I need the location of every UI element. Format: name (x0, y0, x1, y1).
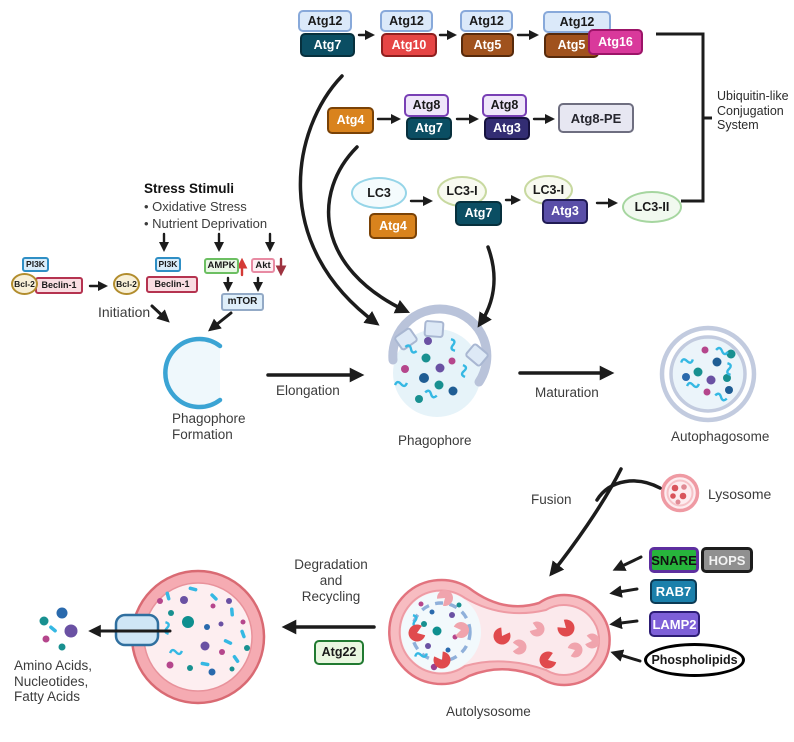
node-snare: SNARE (649, 547, 699, 573)
node-lc3ii: LC3-II (622, 191, 682, 223)
fusion-label: Fusion (531, 492, 572, 507)
node-pi3k-2: PI3K (155, 257, 181, 272)
initiation-label: Initiation (98, 304, 151, 320)
phagophore-formation-shape (163, 336, 223, 410)
degradation-label: Degradation and Recycling (294, 557, 368, 604)
autophagosome-cargo (680, 346, 736, 402)
arrow-phospholipids (610, 649, 642, 663)
arrow-conjugation-to-phagophore-2 (326, 145, 410, 314)
node-akt: Akt (251, 258, 275, 273)
node-atg3-1: Atg3 (484, 117, 530, 140)
node-atg8-1: Atg8 (404, 94, 449, 117)
arrow-mtor-down (208, 311, 233, 332)
autophagosome-label: Autophagosome (671, 429, 770, 444)
node-atg22: Atg22 (314, 640, 364, 665)
arrow-fusion (549, 467, 623, 577)
arrow-rab7 (609, 585, 639, 598)
node-atg3-2: Atg3 (542, 199, 588, 224)
conjugation-bracket (656, 32, 712, 203)
lysosome-label: Lysosome (708, 486, 772, 502)
node-atg4-1: Atg4 (327, 107, 374, 134)
lysosome-shape (660, 473, 700, 513)
node-atg12-1: Atg12 (298, 10, 352, 32)
node-atg12-3: Atg12 (460, 10, 513, 32)
node-rab7: RAB7 (650, 579, 697, 604)
node-lamp2: LAMP2 (649, 611, 700, 637)
released-molecules (39, 607, 78, 651)
node-hops: HOPS (701, 547, 753, 573)
node-atg12-2: Atg12 (380, 10, 433, 32)
autolysosome-left-cargo (408, 590, 472, 671)
node-beclin1-2: Beclin-1 (146, 276, 198, 293)
node-beclin1-1: Beclin-1 (35, 277, 83, 294)
node-lc3: LC3 (351, 177, 407, 209)
node-atg7-1: Atg7 (300, 33, 355, 57)
arrow-initiation (150, 304, 170, 323)
maturation-label: Maturation (535, 385, 599, 400)
autolysosome-right-cargo (493, 619, 600, 669)
arrow-snare-hops (612, 555, 643, 571)
arrow-conjugation-to-phagophore-1 (298, 74, 380, 326)
phagophore-cargo (393, 337, 468, 403)
node-atg4-2: Atg4 (369, 213, 417, 239)
stress-item-nutrient: • Nutrient Deprivation (144, 216, 268, 231)
arrows (88, 29, 662, 663)
node-atg7-2: Atg7 (406, 117, 452, 140)
products-label: Amino Acids, Nucleotides, Fatty Acids (14, 658, 93, 704)
stress-stimuli-title: Stress Stimuli (144, 181, 235, 196)
arrow-lamp2 (609, 616, 639, 630)
arrow-lc3-to-phagophore (477, 245, 496, 328)
stress-item-oxidative: • Oxidative Stress (144, 199, 247, 214)
node-atg16: Atg16 (588, 29, 643, 55)
node-ampk: AMPK (204, 258, 239, 274)
autophagosome-shape (659, 325, 757, 423)
node-bcl2-2: Bcl-2 (113, 273, 140, 295)
recycling-vesicle-cargo (157, 586, 250, 676)
node-mtor: mTOR (221, 293, 264, 311)
node-atg5-1: Atg5 (461, 33, 514, 57)
node-atg8-2: Atg8 (482, 94, 527, 117)
node-atg12-4: Atg12 (543, 11, 611, 33)
node-pi3k-1: PI3K (22, 257, 49, 272)
phagophore-label: Phagophore (398, 433, 472, 448)
node-bcl2-1: Bcl-2 (11, 273, 38, 295)
autolysosome-label: Autolysosome (446, 704, 531, 719)
lysosome-connector (595, 479, 662, 502)
conjugation-system-label: Ubiquitin-like Conjugation System (717, 89, 789, 132)
phagophore-shape (388, 304, 492, 417)
autolysosome-shape (388, 578, 611, 687)
recycling-vesicle-shape (114, 569, 266, 705)
phagophore-formation-label: Phagophore Formation (172, 411, 246, 442)
node-atg8-pe: Atg8-PE (558, 103, 634, 133)
node-atg10: Atg10 (381, 33, 437, 57)
elongation-label: Elongation (276, 383, 340, 398)
node-phospholipids: Phospholipids (644, 643, 745, 677)
node-atg7-3: Atg7 (455, 201, 502, 226)
